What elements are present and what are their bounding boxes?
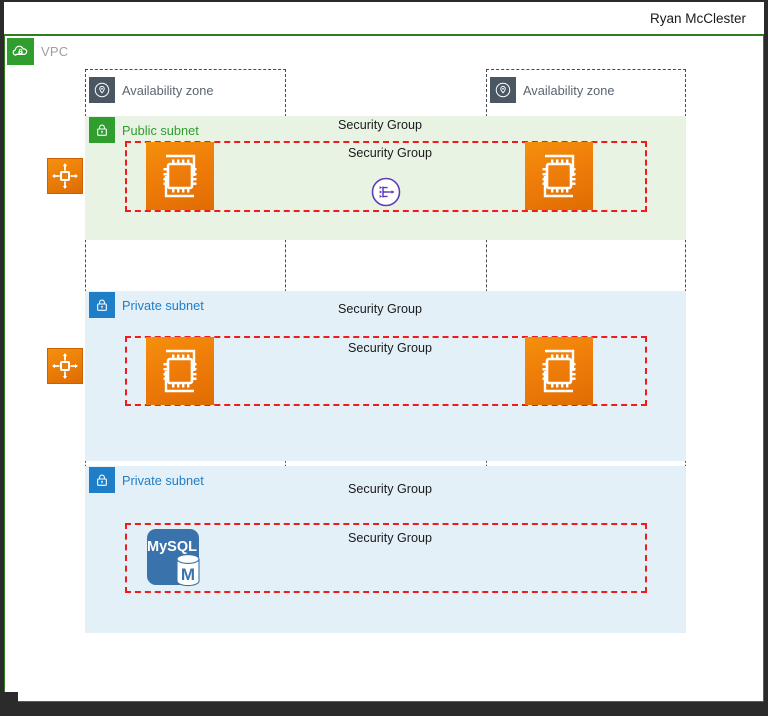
private-subnet-1-header: Private subnet (89, 292, 204, 318)
ec2-instance-public-az2[interactable] (525, 142, 593, 210)
lock-icon (89, 292, 115, 318)
load-balancer-icon[interactable] (370, 176, 402, 208)
private-subnet-2-security-group-box (125, 523, 647, 593)
private-subnet-1-security-group-outer-label: Security Group (338, 302, 422, 316)
header-bar: Ryan McClester (4, 2, 764, 35)
location-pin-icon (89, 77, 115, 103)
lock-icon (89, 117, 115, 143)
vpc-cloud-lock-icon (7, 38, 34, 65)
private-subnet-2-label: Private subnet (122, 472, 204, 488)
availability-zone-2-label: Availability zone (523, 82, 615, 98)
svg-text:M: M (181, 565, 195, 584)
network-interface-icon-private[interactable] (47, 348, 83, 384)
private-subnet-2-security-group-inner-label: Security Group (348, 531, 432, 545)
private-subnet-1-security-group-inner-label: Security Group (348, 341, 432, 355)
private-subnet-2-security-group-outer-label: Security Group (348, 482, 432, 496)
availability-zone-1-label: Availability zone (122, 82, 214, 98)
location-pin-icon (490, 77, 516, 103)
mysql-database-icon[interactable]: MySQL M (143, 525, 209, 591)
public-security-group-outer-label: Security Group (338, 118, 422, 132)
user-name-label: Ryan McClester (649, 11, 746, 26)
ec2-instance-private1-az2[interactable] (525, 337, 593, 405)
private-subnet-1-label: Private subnet (122, 297, 204, 313)
ec2-instance-private1-az1[interactable] (146, 337, 214, 405)
availability-zone-2-header: Availability zone (490, 77, 615, 103)
vpc-container: VPC Availability zone (4, 35, 764, 702)
ec2-instance-public-az1[interactable] (146, 142, 214, 210)
vpc-label: VPC (41, 44, 69, 59)
public-subnet-header: Public subnet (89, 117, 199, 143)
private-subnet-2-header: Private subnet (89, 467, 204, 493)
public-security-group-inner-label: Security Group (348, 146, 432, 160)
availability-zone-1-header: Availability zone (89, 77, 214, 103)
svg-text:MySQL: MySQL (147, 539, 197, 555)
lock-icon (89, 467, 115, 493)
private-subnet-1-security-group-box (125, 336, 647, 406)
window-corner-nub (0, 692, 18, 714)
network-interface-icon-public[interactable] (47, 158, 83, 194)
public-security-group-box (125, 141, 647, 212)
public-subnet-label: Public subnet (122, 122, 199, 138)
